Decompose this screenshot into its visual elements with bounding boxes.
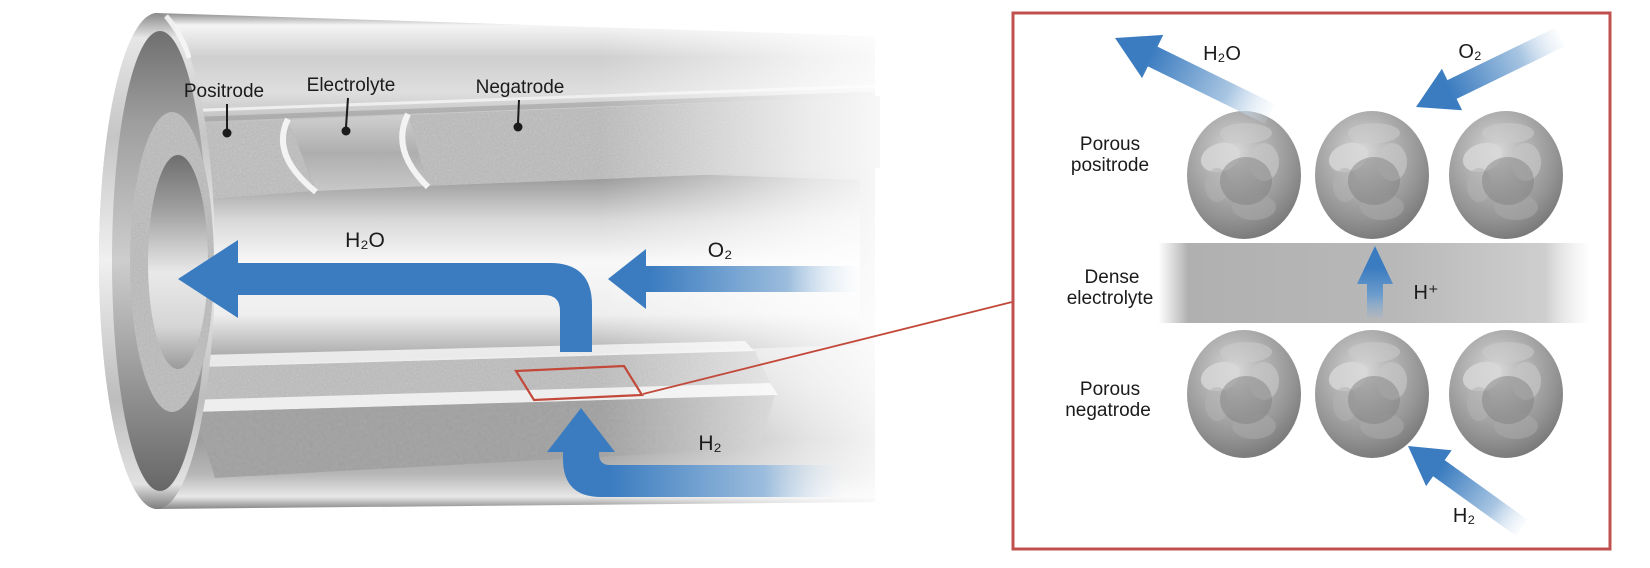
inset-positrode-label-line1: Porous — [1080, 134, 1140, 155]
inset-o2-label: O₂ — [1458, 41, 1481, 63]
inset-proton-arrow — [1357, 246, 1393, 318]
negatrode-particle — [1315, 330, 1429, 458]
callout-parallelogram — [514, 364, 644, 402]
negatrode-leader — [517, 99, 520, 124]
electrolyte-leader-dot — [341, 126, 351, 136]
h2o-flow-label: H₂O — [345, 229, 385, 252]
positrode-particle — [1449, 111, 1563, 239]
mouth-bore-cap — [148, 155, 208, 369]
shell-cut-highlight — [164, 14, 192, 59]
electrolyte-leader — [345, 97, 349, 128]
electrolyte-label: Electrolyte — [307, 75, 396, 96]
positrode-leader-dot — [222, 128, 232, 138]
inset-negatrode-label-line1: Porous — [1080, 379, 1140, 400]
inset-electrolyte-label-line2: electrolyte — [1067, 288, 1154, 309]
h2-inlet-arrow — [547, 408, 848, 497]
o2-flow-label: O₂ — [708, 239, 733, 262]
positrode-particle — [1187, 111, 1301, 239]
inset-electrolyte-label-line1: Dense — [1085, 267, 1140, 288]
inset-negatrode-label-line2: negatrode — [1065, 400, 1151, 421]
inset-proton-label: H⁺ — [1414, 282, 1439, 304]
inset-h2-label: H₂ — [1453, 505, 1475, 527]
callout-leader-line — [642, 301, 1013, 395]
o2-inlet-arrow — [608, 249, 862, 309]
negatrode-particle — [1449, 330, 1563, 458]
inset-positrode-label-line2: positrode — [1071, 155, 1149, 176]
h2o-flow-arrow — [178, 240, 592, 352]
negatrode-leader-dot — [513, 122, 523, 132]
positrode-label: Positrode — [184, 81, 264, 102]
negatrode-particle — [1187, 330, 1301, 458]
cut-edge-electrolyte — [399, 112, 431, 190]
inset-h2o-arrow — [1115, 34, 1275, 124]
cut-edge-positrode — [279, 117, 318, 195]
inset-o2-arrow — [1416, 27, 1565, 111]
negatrode-label: Negatrode — [476, 77, 565, 98]
h2-flow-label: H₂ — [698, 432, 721, 455]
tube-3d-cutaway: Positrode Electrolyte Negatrode H₂O O₂ H… — [99, 0, 1020, 568]
inset-h2-arrow — [1408, 446, 1528, 537]
band-electrolyte — [288, 115, 428, 191]
positrode-particle — [1315, 111, 1429, 239]
inset-h2o-label: H₂O — [1203, 43, 1241, 65]
inset-panel: Porous positrode Dense electrolyte Porou… — [1011, 11, 1612, 551]
